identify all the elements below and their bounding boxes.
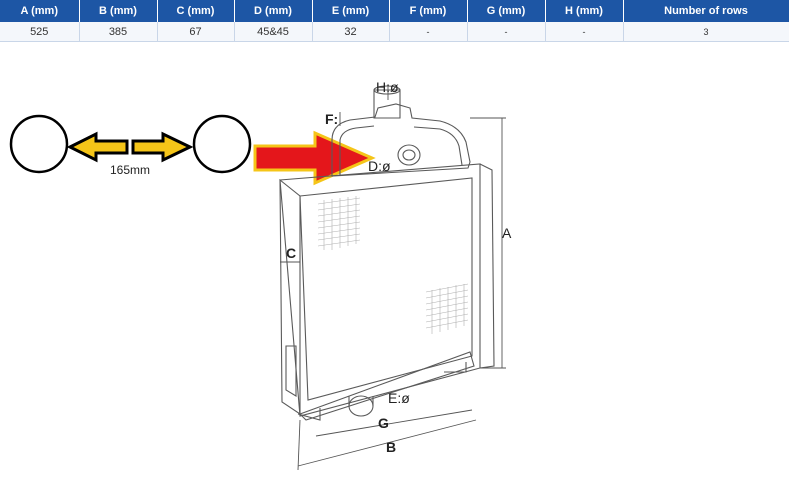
core-fins	[317, 196, 469, 334]
label-g: G	[378, 415, 389, 431]
label-b: B	[386, 439, 396, 455]
value-g: -	[467, 22, 546, 42]
spec-header-row: A (mm) B (mm) C (mm) D (mm) E (mm) F (mm…	[0, 0, 789, 22]
label-f: F:	[325, 111, 338, 127]
header-b: B (mm)	[79, 0, 158, 22]
header-d: D (mm)	[234, 0, 313, 22]
distance-arrow-right	[131, 131, 194, 163]
value-a: 525	[0, 22, 80, 42]
hose-circle-right	[192, 114, 252, 174]
label-a: A	[502, 225, 512, 241]
hose-circle-left	[9, 114, 69, 174]
distance-label: 165mm	[110, 163, 150, 177]
header-f: F (mm)	[389, 0, 468, 22]
label-c: C	[286, 245, 296, 261]
value-d: 45&45	[234, 22, 313, 42]
header-a: A (mm)	[0, 0, 80, 22]
value-h: -	[545, 22, 624, 42]
value-f: -	[389, 22, 468, 42]
spec-table: A (mm) B (mm) C (mm) D (mm) E (mm) F (mm…	[0, 0, 789, 42]
label-e: E:ø	[388, 390, 410, 406]
header-g: G (mm)	[467, 0, 546, 22]
value-c: 67	[157, 22, 235, 42]
dimension-lines	[280, 86, 506, 471]
value-rows: 3	[623, 22, 789, 42]
distance-arrow-left	[66, 131, 129, 163]
pointer-arrow	[253, 130, 376, 186]
spec-value-row: 525 385 67 45&45 32 - - - 3	[0, 22, 789, 42]
label-d: D:ø	[368, 158, 391, 174]
value-e: 32	[312, 22, 390, 42]
value-b: 385	[79, 22, 158, 42]
header-rows: Number of rows	[623, 0, 789, 22]
label-h: H:ø	[376, 79, 399, 95]
header-h: H (mm)	[545, 0, 624, 22]
radiator-body	[279, 85, 495, 421]
header-c: C (mm)	[157, 0, 235, 22]
header-e: E (mm)	[312, 0, 390, 22]
